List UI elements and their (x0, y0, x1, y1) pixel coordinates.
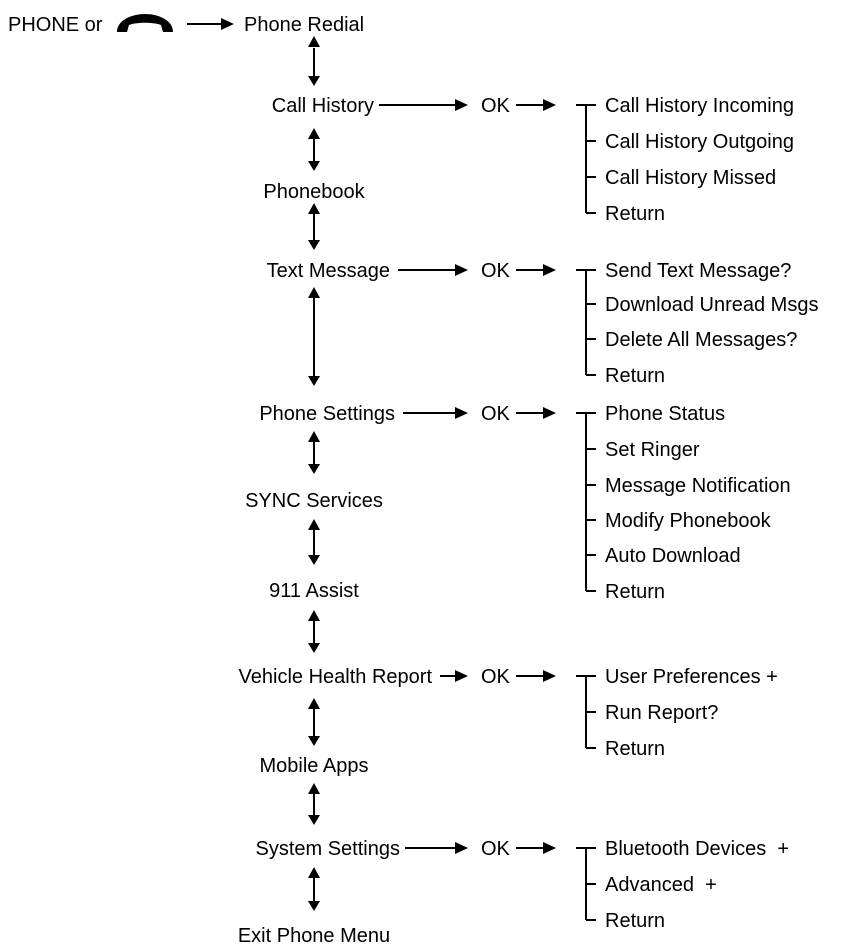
submenu-item: Call History Outgoing (605, 131, 794, 153)
submenu-item: Download Unread Msgs (605, 294, 818, 316)
menu-item-911-assist: 911 Assist (269, 580, 359, 602)
branch-phone-settings: OK Phone Status Set Ringer Message Notif… (403, 403, 791, 603)
submenu-item: Set Ringer (605, 439, 700, 461)
ok-label: OK (481, 666, 511, 688)
vertical-arrows (308, 36, 320, 911)
branch-call-history: OK Call History Incoming Call History Ou… (379, 95, 794, 225)
menu-item-mobile-apps: Mobile Apps (260, 755, 369, 777)
ok-label: OK (481, 403, 511, 425)
ok-label: OK (481, 260, 511, 282)
updown-arrow (308, 783, 320, 825)
submenu-item: Advanced + (605, 874, 717, 896)
branch-system-settings: OK Bluetooth Devices + Advanced + Return (405, 838, 789, 932)
updown-arrow (308, 698, 320, 746)
updown-arrow (308, 287, 320, 386)
menu-item-call-history: Call History (272, 95, 374, 117)
updown-arrow (308, 36, 320, 86)
menu-item-exit-phone-menu: Exit Phone Menu (238, 925, 390, 947)
branch-text-message: OK Send Text Message? Download Unread Ms… (398, 260, 818, 387)
updown-arrow (308, 610, 320, 653)
updown-arrow (308, 431, 320, 474)
updown-arrow (308, 203, 320, 250)
submenu-item: Modify Phonebook (605, 510, 772, 532)
handset-icon (117, 14, 173, 32)
updown-arrow (308, 128, 320, 171)
submenu-item: Bluetooth Devices + (605, 838, 789, 860)
submenu-item: Call History Incoming (605, 95, 794, 117)
menu-item-phonebook: Phonebook (263, 181, 365, 203)
ok-label: OK (481, 95, 511, 117)
submenu-item: Call History Missed (605, 167, 776, 189)
menu-item-system-settings: System Settings (255, 838, 400, 860)
start-arrow (187, 18, 234, 30)
submenu-item: Phone Status (605, 403, 725, 425)
submenu-item: Return (605, 203, 665, 225)
submenu-item: User Preferences + (605, 666, 778, 688)
updown-arrow (308, 867, 320, 911)
menu-item-phone-redial: Phone Redial (244, 14, 364, 36)
submenu-item: Run Report? (605, 702, 718, 724)
submenu-item: Delete All Messages? (605, 329, 797, 351)
menu-item-text-message: Text Message (267, 260, 390, 282)
submenu-item: Send Text Message? (605, 260, 791, 282)
submenu-item: Return (605, 365, 665, 387)
submenu-item: Message Notification (605, 475, 791, 497)
submenu-item: Return (605, 581, 665, 603)
menu-item-vehicle-health-report: Vehicle Health Report (239, 666, 433, 688)
updown-arrow (308, 519, 320, 565)
submenu-item: Return (605, 910, 665, 932)
branch-vehicle-health-report: OK User Preferences + Run Report? Return (440, 666, 778, 760)
menu-item-sync-services: SYNC Services (245, 490, 383, 512)
submenu-item: Return (605, 738, 665, 760)
submenu-item: Auto Download (605, 545, 741, 567)
ok-label: OK (481, 838, 511, 860)
start-label: PHONE or (8, 14, 103, 36)
menu-item-phone-settings: Phone Settings (259, 403, 395, 425)
